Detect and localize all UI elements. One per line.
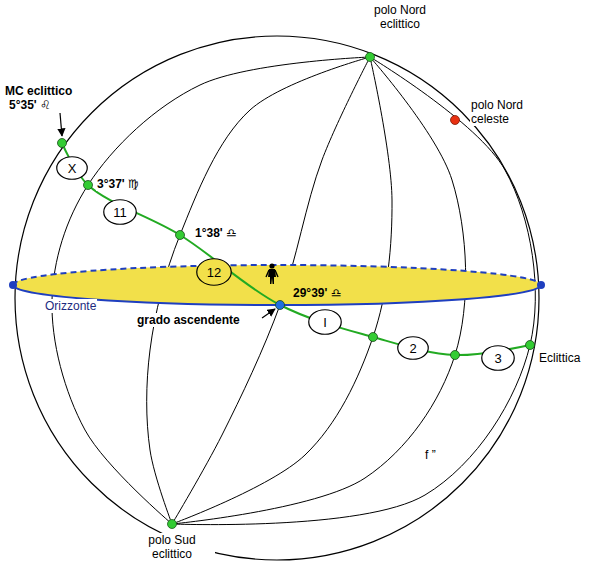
house-number: I [323, 315, 327, 330]
house-ellipse [104, 200, 137, 225]
mc-pointer [60, 113, 62, 136]
house-ellipse [398, 337, 429, 360]
house-ellipse [482, 346, 515, 371]
diagram-label: MC eclittico [4, 84, 73, 98]
ecliptic-point [526, 341, 535, 350]
house-circle: X [56, 156, 88, 180]
ecliptic-line [62, 143, 530, 355]
diagram-label: 3°37' ♍ [96, 177, 140, 191]
diagram-label: polo Sud eclittico [129, 533, 215, 561]
diagram-label: polo Nord eclittico [363, 3, 437, 31]
diagram-label: polo Nord celeste [470, 98, 544, 126]
celestial-north-pole [451, 116, 460, 125]
house-circle: 12 [196, 258, 232, 286]
house-circle: I [308, 309, 342, 335]
ecliptic-point [369, 333, 378, 342]
house-number: X [68, 161, 77, 176]
diagram-label: Orizzonte [44, 299, 97, 313]
observer-figure [266, 263, 278, 284]
house-number: 2 [409, 341, 416, 356]
ecliptic-south-pole [168, 520, 177, 529]
ecliptic-point [276, 301, 285, 310]
house-circle: 11 [103, 199, 137, 225]
house-number: 12 [207, 265, 221, 280]
diagram-label: 1°38' ♎ [194, 226, 238, 240]
ecliptic-point [176, 231, 185, 240]
house-ellipse [57, 157, 88, 180]
horizon-back [13, 265, 541, 285]
ecliptic-point [451, 351, 460, 360]
house-circle: 2 [397, 336, 429, 360]
horizon-point [537, 281, 545, 289]
diagram-label: f ” [424, 448, 437, 462]
diagram-label: grado ascendente [136, 313, 241, 327]
ecliptic-point [58, 139, 67, 148]
house-ellipse [197, 259, 232, 286]
diagram-label: Eclittica [538, 351, 581, 365]
diagram-label: 29°39' ♎ [292, 286, 342, 300]
diagram-label: 5°35' ♌ [8, 98, 52, 112]
ecliptic-north-pole [366, 53, 375, 62]
ecliptic-point [84, 181, 93, 190]
house-number: 11 [113, 205, 127, 220]
ecliptic [58, 139, 535, 360]
house-number: 3 [494, 351, 501, 366]
ascendant-pointer [262, 309, 275, 318]
horizon-point [9, 281, 17, 289]
house-ellipse [309, 310, 342, 335]
house-circle: 3 [481, 345, 515, 371]
